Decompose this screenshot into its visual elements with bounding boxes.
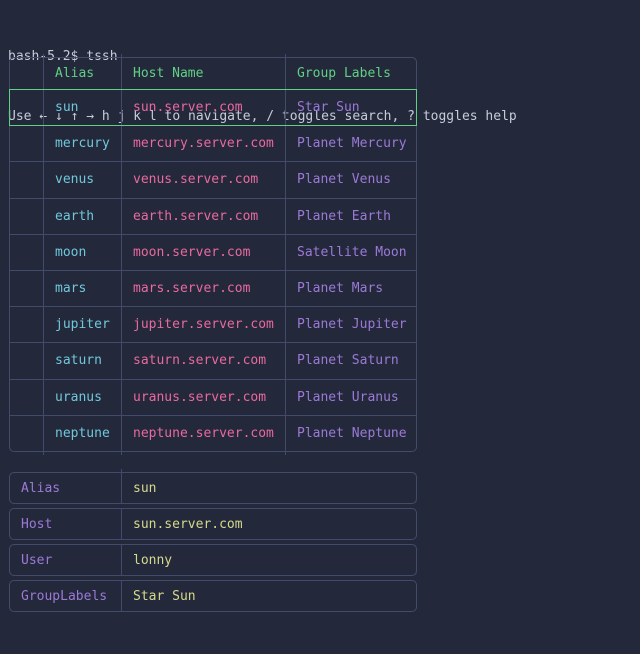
detail-label: Host bbox=[21, 516, 53, 532]
detail-value: Star Sun bbox=[121, 581, 416, 611]
group-cell: Planet Mars bbox=[285, 270, 416, 307]
alias-cell: mercury bbox=[43, 126, 121, 162]
group-cell: Satellite Moon bbox=[285, 234, 416, 270]
alias-cell: uranus bbox=[43, 379, 121, 415]
detail-value: sun bbox=[121, 473, 416, 503]
group-cell: Planet Neptune bbox=[285, 415, 416, 451]
header-group-labels: Group Labels bbox=[285, 58, 416, 89]
alias-cell: moon bbox=[43, 234, 121, 270]
header-alias: Alias bbox=[43, 58, 121, 89]
table-row-sun[interactable]: sun sun.server.com Star Sun bbox=[9, 89, 417, 127]
row-indicator-cell bbox=[10, 416, 43, 451]
alias-cell: earth bbox=[43, 198, 121, 234]
host-cell: uranus.server.com bbox=[121, 379, 285, 415]
hosts-table: Alias Host Name Group Labels sun sun.ser… bbox=[9, 54, 417, 455]
table-row-earth[interactable]: earth earth.server.com Planet Earth bbox=[10, 197, 416, 234]
row-indicator-cell bbox=[10, 162, 43, 197]
detail-row-alias: Alias sun bbox=[9, 469, 417, 504]
border-tick bbox=[121, 469, 122, 474]
alias-cell: sun bbox=[43, 90, 121, 126]
row-indicator-cell bbox=[10, 343, 43, 378]
alias-cell: jupiter bbox=[43, 307, 121, 343]
host-cell: mercury.server.com bbox=[121, 126, 285, 162]
table-row-mercury[interactable]: mercury mercury.server.com Planet Mercur… bbox=[10, 125, 416, 162]
group-cell: Star Sun bbox=[285, 90, 416, 126]
alias-cell: neptune bbox=[43, 415, 121, 451]
table-row-uranus[interactable]: uranus uranus.server.com Planet Uranus bbox=[10, 378, 416, 415]
border-tick bbox=[285, 54, 286, 59]
table-row-neptune[interactable]: neptune neptune.server.com Planet Neptun… bbox=[10, 414, 416, 451]
host-cell: neptune.server.com bbox=[121, 415, 285, 451]
host-cell: mars.server.com bbox=[121, 270, 285, 307]
group-cell: Planet Venus bbox=[285, 162, 416, 198]
host-cell: saturn.server.com bbox=[121, 343, 285, 379]
detail-label: GroupLabels bbox=[21, 588, 108, 604]
row-indicator-cell bbox=[10, 199, 43, 234]
header-indicator-cell bbox=[10, 58, 43, 89]
detail-value: lonny bbox=[121, 545, 416, 575]
row-indicator-cell bbox=[10, 126, 43, 161]
alias-cell: mars bbox=[43, 270, 121, 307]
table-row-jupiter[interactable]: jupiter jupiter.server.com Planet Jupite… bbox=[10, 306, 416, 343]
group-cell: Planet Uranus bbox=[285, 379, 416, 415]
detail-label: User bbox=[21, 552, 53, 568]
host-detail-panel: Alias sun Host sun.server.com User lonny… bbox=[9, 469, 417, 616]
host-cell: earth.server.com bbox=[121, 198, 285, 234]
group-cell: Planet Jupiter bbox=[285, 307, 416, 343]
detail-row-grouplabels: GroupLabels Star Sun bbox=[9, 580, 417, 612]
table-row-mars[interactable]: mars mars.server.com Planet Mars bbox=[10, 269, 416, 307]
detail-value: sun.server.com bbox=[121, 509, 416, 539]
table-row-saturn[interactable]: saturn saturn.server.com Planet Saturn bbox=[10, 342, 416, 379]
row-indicator-cell bbox=[10, 271, 43, 306]
border-tick bbox=[43, 54, 44, 59]
detail-row-user: User lonny bbox=[9, 544, 417, 576]
alias-cell: venus bbox=[43, 162, 121, 198]
detail-row-host: Host sun.server.com bbox=[9, 508, 417, 540]
row-indicator-cell bbox=[10, 380, 43, 415]
alias-cell: saturn bbox=[43, 343, 121, 379]
group-cell: Planet Saturn bbox=[285, 343, 416, 379]
table-row-venus[interactable]: venus venus.server.com Planet Venus bbox=[10, 161, 416, 198]
table-row-moon[interactable]: moon moon.server.com Satellite Moon bbox=[10, 233, 416, 270]
row-indicator-cell bbox=[10, 235, 43, 270]
host-cell: moon.server.com bbox=[121, 234, 285, 270]
host-cell: sun.server.com bbox=[121, 90, 285, 126]
border-tick bbox=[121, 449, 122, 455]
group-cell: Planet Earth bbox=[285, 198, 416, 234]
detail-label: Alias bbox=[21, 480, 61, 496]
table-header-row: Alias Host Name Group Labels bbox=[10, 58, 416, 89]
group-cell: Planet Mercury bbox=[285, 126, 416, 162]
border-tick bbox=[285, 449, 286, 455]
host-cell: jupiter.server.com bbox=[121, 307, 285, 343]
border-tick bbox=[43, 449, 44, 455]
border-tick bbox=[121, 54, 122, 59]
row-indicator-cell bbox=[10, 307, 43, 342]
host-cell: venus.server.com bbox=[121, 162, 285, 198]
header-host-name: Host Name bbox=[121, 58, 285, 89]
row-indicator-cell bbox=[10, 90, 43, 125]
